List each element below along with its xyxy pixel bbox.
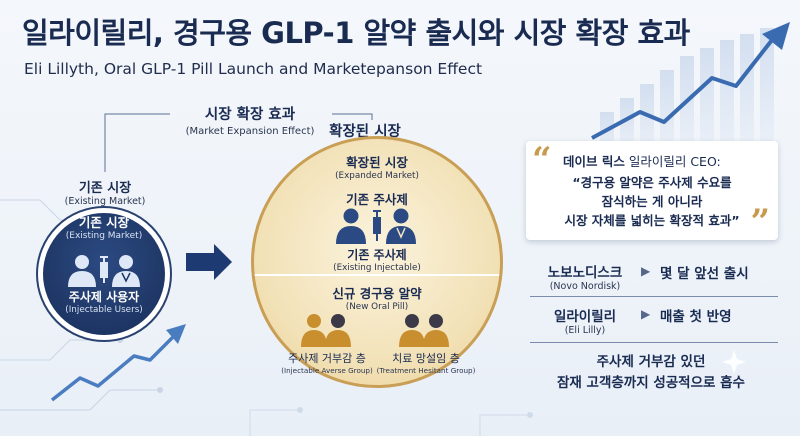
- existing-market-circle: [36, 206, 172, 342]
- doctor-icon: [112, 255, 140, 287]
- new-oral-pill-ko: 신규 경구용 알약: [332, 286, 422, 301]
- treatment-hesitant-en: (Treatment Hesitant Group): [376, 366, 476, 375]
- novo-nordisk-value: 몇 달 앞선 출시: [660, 266, 749, 282]
- eli-lilly-name: 일라이릴리 (Eli Lilly): [530, 305, 640, 336]
- quote-line: 시장 자체를 넓히는 확장적 효과”: [564, 213, 740, 228]
- new-oral-pill-en: (New Oral Pill): [345, 302, 409, 312]
- growth-arrow-icon: [591, 22, 790, 140]
- doctor-icon: [386, 208, 416, 244]
- existing-market-inner-en: (Existing Market): [65, 231, 143, 241]
- existing-injectable-en: (Existing Injectable): [333, 263, 421, 273]
- existing-market-outer-en: (Existing Market): [64, 196, 146, 207]
- novo-nordisk-en: (Novo Nordisk): [549, 281, 621, 292]
- page-subtitle: Eli Lillyth, Oral GLP-1 Pill Launch and …: [24, 60, 483, 78]
- injectable-users-ko: 주사제 사용자: [68, 290, 140, 304]
- divider: [530, 342, 778, 343]
- injectable-averse-icon-group: [301, 314, 351, 347]
- expanded-market-inner-en: (Expanded Market): [335, 171, 419, 181]
- existing-injectable-icon-group: [336, 208, 416, 244]
- eli-lilly-value: 매출 첫 반영: [660, 309, 732, 325]
- expanded-market-divider: [254, 274, 500, 276]
- novo-nordisk-ko: 노보노디스크: [547, 265, 623, 281]
- injectable-averse-en: (Injectable Averse Group): [281, 366, 373, 375]
- existing-market-inner-label: 기존 시장 (Existing Market): [45, 212, 163, 241]
- close-quote-icon: ”: [750, 202, 770, 242]
- person-icon: [301, 314, 327, 347]
- eli-lilly-en: (Eli Lilly): [564, 325, 606, 336]
- treatment-hesitant-label: 치료 망설임 층 (Treatment Hesitant Group): [371, 350, 481, 375]
- injectable-users-en: (Injectable Users): [65, 305, 143, 315]
- growth-bars: [600, 28, 774, 152]
- chevron-right-icon: ▶: [641, 264, 651, 278]
- injectable-averse-ko: 주사제 거부감 층: [288, 352, 366, 365]
- expanded-market-inner-label: 확장된 시장 (Expanded Market): [290, 152, 464, 181]
- growth-arrow-small-icon: [50, 324, 186, 402]
- quote-speaker-name: 데이브 릭스: [563, 154, 625, 169]
- person-icon: [423, 314, 449, 347]
- quote-body: “경구용 알약은 주사제 수요를 잠식하는 게 아니라 시장 자체를 넓히는 확…: [532, 173, 772, 230]
- conclusion-text: 주사제 거부감 있던 잠재 고객층까지 성공적으로 흡수: [520, 352, 782, 394]
- market-expansion-en: (Market Expansion Effect): [185, 126, 315, 137]
- open-quote-icon: “: [532, 140, 552, 180]
- eli-lilly-ko: 일라이릴리: [553, 309, 617, 325]
- syringe-icon: [373, 210, 381, 241]
- market-expansion-label: 시장 확장 효과 (Market Expansion Effect): [150, 103, 350, 137]
- treatment-hesitant-icon-group: [399, 314, 449, 347]
- conclusion-line: 주사제 거부감 있던: [596, 354, 706, 370]
- conclusion-line: 잠재 고객층까지 성공적으로 흡수: [557, 375, 745, 391]
- quote-speaker: 데이브 릭스 일라이릴리 CEO:: [563, 151, 721, 170]
- quote-line: “경구용 알약은 주사제 수요를: [572, 175, 732, 190]
- expanded-market-inner-ko: 확장된 시장: [346, 155, 408, 170]
- quote-speaker-org: 일라이릴리 CEO:: [628, 154, 721, 169]
- expanded-market-circle: [251, 136, 503, 388]
- existing-injectable-ko: 기존 주사제: [347, 248, 407, 262]
- treatment-hesitant-ko: 치료 망설임 층: [392, 352, 460, 365]
- ceo-quote-card: “ 데이브 릭스 일라이릴리 CEO: “경구용 알약은 주사제 수요를 잠식하…: [526, 141, 778, 240]
- quote-line: 잠식하는 게 아니라: [601, 194, 703, 209]
- person-icon: [325, 314, 351, 347]
- divider: [530, 296, 778, 297]
- existing-injectable-bottom-label: 기존 주사제 (Existing Injectable): [290, 246, 464, 273]
- existing-market-inner-ko: 기존 시장: [78, 215, 130, 230]
- new-oral-pill-label: 신규 경구용 알약 (New Oral Pill): [290, 283, 464, 312]
- injectable-averse-label: 주사제 거부감 층 (Injectable Averse Group): [272, 350, 382, 375]
- syringe-icon: [100, 256, 108, 283]
- novo-nordisk-name: 노보노디스크 (Novo Nordisk): [530, 261, 640, 292]
- expansion-bracket: [104, 113, 373, 172]
- injectable-users-label: 주사제 사용자 (Injectable Users): [45, 288, 163, 315]
- existing-injectable-top-label: 기존 주사제: [346, 192, 408, 207]
- patient-icon: [336, 208, 366, 244]
- patient-icon: [68, 255, 96, 287]
- existing-market-outer-label: 기존 시장 (Existing Market): [40, 177, 170, 207]
- page-title: 일라이릴리, 경구용 GLP-1 알약 출시와 시장 확장 효과: [22, 16, 690, 50]
- market-expansion-ko: 시장 확장 효과: [204, 107, 296, 123]
- injectable-users-icon-group: [68, 255, 140, 287]
- chevron-right-icon: ▶: [641, 307, 651, 321]
- person-icon: [399, 314, 425, 347]
- sparkle-icon: [722, 350, 746, 374]
- existing-market-outer-ko: 기존 시장: [78, 181, 132, 196]
- transition-arrow-icon: [186, 244, 232, 280]
- circuit-lines-bottom: [249, 407, 533, 436]
